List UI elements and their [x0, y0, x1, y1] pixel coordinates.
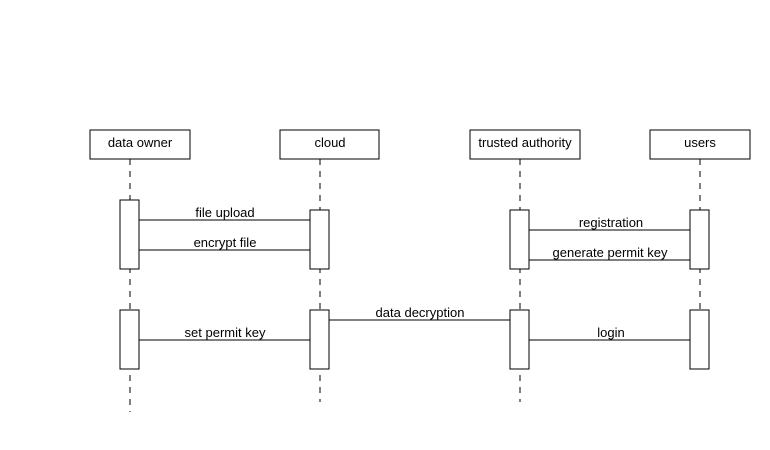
activation-data-owner-1	[119, 199, 140, 270]
message-label-generate-permit-key: generate permit key	[553, 245, 668, 260]
actor-data-owner: data owner	[89, 129, 191, 160]
message-label-set-permit-key: set permit key	[185, 325, 266, 340]
activation-data-owner-2	[119, 309, 140, 370]
actor-users: users	[649, 129, 751, 160]
actor-label-data-owner: data owner	[108, 135, 173, 150]
message-label-encrypt-file: encrypt file	[194, 235, 257, 250]
message-label-login: login	[597, 325, 624, 340]
actor-cloud: cloud	[279, 129, 380, 160]
message-label-data-decryption: data decryption	[376, 305, 465, 320]
activation-cloud-2	[309, 309, 330, 370]
activation-trusted-authority-2	[509, 309, 530, 370]
actor-label-trusted-authority: trusted authority	[478, 135, 572, 150]
activation-trusted-authority-1	[509, 209, 530, 270]
actor-label-users: users	[684, 135, 716, 150]
activation-users-2	[689, 309, 710, 370]
activation-users-1	[689, 209, 710, 270]
message-label-registration: registration	[579, 215, 643, 230]
actor-label-cloud: cloud	[314, 135, 345, 150]
activation-cloud-1	[309, 209, 330, 270]
actor-trusted-authority: trusted authority	[469, 129, 581, 160]
message-label-file-upload: file upload	[195, 205, 254, 220]
